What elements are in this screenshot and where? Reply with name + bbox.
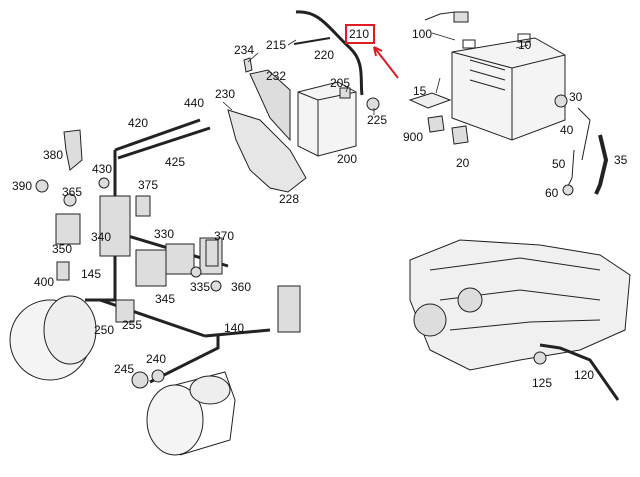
- part-label-215[interactable]: 215: [266, 38, 287, 52]
- part-label-360[interactable]: 360: [231, 280, 252, 294]
- part-label-330[interactable]: 330: [154, 227, 175, 241]
- part-label-390[interactable]: 390: [12, 179, 33, 193]
- part-label-900[interactable]: 900: [403, 130, 424, 144]
- part-label-245[interactable]: 245: [114, 362, 135, 376]
- part-label-365[interactable]: 365: [62, 185, 83, 199]
- part-label-10[interactable]: 10: [518, 38, 532, 52]
- part-label-120[interactable]: 120: [574, 368, 595, 382]
- part-label-20[interactable]: 20: [456, 156, 470, 170]
- part-20-drawing: [451, 125, 469, 145]
- part-label-232[interactable]: 232: [266, 69, 287, 83]
- leader-lines: [222, 32, 529, 115]
- part-label-375[interactable]: 375: [138, 178, 159, 192]
- hose-220-drawing: [293, 10, 364, 96]
- part-label-40[interactable]: 40: [560, 123, 574, 137]
- part-label-440[interactable]: 440: [184, 96, 205, 110]
- part-label-220[interactable]: 220: [314, 48, 335, 62]
- highlight-arrow: [373, 46, 399, 79]
- battery-drawing: [424, 11, 566, 141]
- part-label-225[interactable]: 225: [367, 113, 388, 127]
- starter-drawing: [131, 369, 236, 456]
- highlight-box-210: [345, 24, 375, 44]
- part-label-400[interactable]: 400: [34, 275, 55, 289]
- bracket-15-drawing: [408, 92, 452, 109]
- part-label-230[interactable]: 230: [215, 87, 236, 101]
- part-label-350[interactable]: 350: [52, 242, 73, 256]
- part-label-35[interactable]: 35: [614, 153, 628, 167]
- alternator-drawing: [9, 295, 135, 381]
- bracket-228-drawing: [227, 57, 307, 193]
- part-label-140[interactable]: 140: [224, 321, 245, 335]
- part-label-234[interactable]: 234: [234, 43, 255, 57]
- part-label-380[interactable]: 380: [43, 148, 64, 162]
- part-label-240[interactable]: 240: [146, 352, 167, 366]
- part-label-345[interactable]: 345: [155, 292, 176, 306]
- battery-200-drawing: [297, 81, 380, 157]
- part-label-125[interactable]: 125: [532, 376, 553, 390]
- part-label-100[interactable]: 100: [412, 27, 433, 41]
- part-label-420[interactable]: 420: [128, 116, 149, 130]
- part-label-370[interactable]: 370: [214, 229, 235, 243]
- part-label-60[interactable]: 60: [545, 186, 559, 200]
- part-label-340[interactable]: 340: [91, 230, 112, 244]
- part-900-drawing: [427, 115, 445, 133]
- part-label-205[interactable]: 205: [330, 76, 351, 90]
- part-label-425[interactable]: 425: [165, 155, 186, 169]
- part-label-145[interactable]: 145: [81, 267, 102, 281]
- part-label-30[interactable]: 30: [569, 90, 583, 104]
- part-label-15[interactable]: 15: [413, 84, 427, 98]
- left-parts-drawing: [35, 129, 222, 292]
- part-label-210[interactable]: 210: [349, 27, 370, 41]
- engine-drawing: [409, 239, 631, 401]
- part-label-430[interactable]: 430: [92, 162, 113, 176]
- part-label-250[interactable]: 250: [94, 323, 115, 337]
- part-label-200[interactable]: 200: [337, 152, 358, 166]
- part-label-50[interactable]: 50: [552, 157, 566, 171]
- part-label-228[interactable]: 228: [279, 192, 300, 206]
- part-label-335[interactable]: 335: [190, 280, 211, 294]
- cable-40-drawing: [554, 94, 609, 196]
- part-label-255[interactable]: 255: [122, 318, 143, 332]
